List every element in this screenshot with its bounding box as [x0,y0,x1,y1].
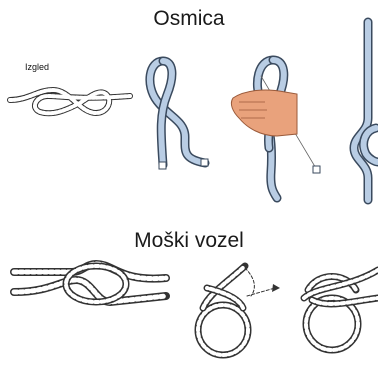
appearance-label: Izgled [25,62,49,72]
arrow-icon [272,284,280,292]
figure-eight-step-1-drawing [135,55,215,170]
square-knot-step-2-drawing [288,258,378,358]
figure-eight-step-3-drawing [340,18,378,203]
figure-eight-step-2-drawing [225,52,325,202]
figure-eight-title: Osmica [0,7,378,31]
hand-icon [231,90,297,136]
square-knot-step-1-drawing [185,258,280,360]
square-knot-finished-drawing [10,258,170,308]
square-knot-title: Moški vozel [0,229,378,253]
figure-eight-finished-drawing [8,78,133,128]
